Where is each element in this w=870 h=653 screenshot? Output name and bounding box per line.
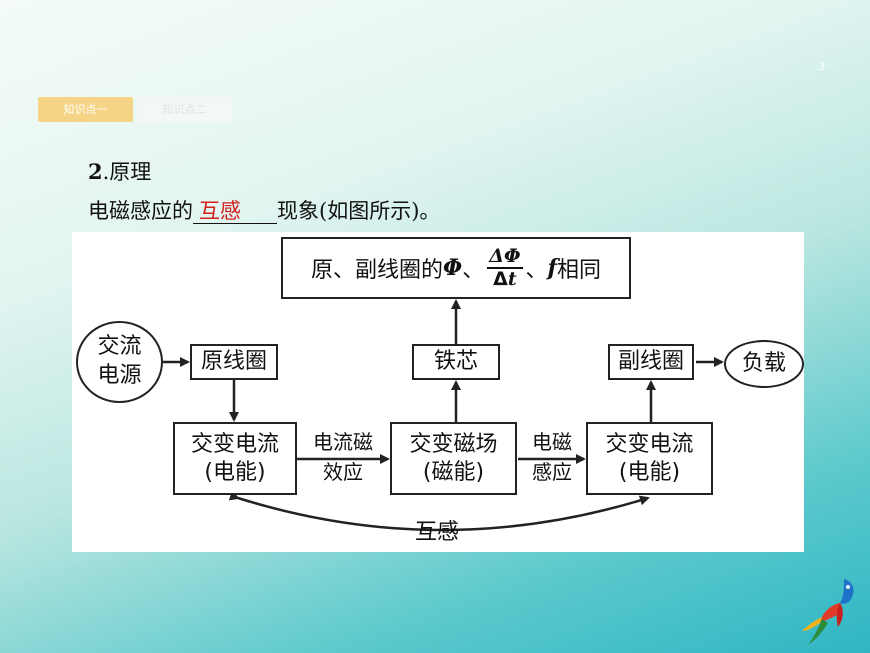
- den-delta: Δ: [493, 268, 508, 290]
- effect1-label: 电流磁 效应: [300, 427, 386, 487]
- effect2-label: 电磁 感应: [522, 427, 582, 487]
- secondary-coil-box: 副线圈: [608, 344, 694, 380]
- heading-number: 2: [88, 159, 103, 184]
- primary-coil-box: 原线圈: [190, 344, 278, 380]
- top-sep2: 、: [525, 258, 548, 283]
- core-box: 铁芯: [412, 344, 500, 380]
- slide-number: -3-: [814, 60, 829, 73]
- primary-current-line2: (电能): [204, 459, 266, 485]
- secondary-current-box: 交变电流 (电能): [586, 422, 713, 495]
- section-heading: 2.原理: [88, 156, 151, 186]
- top-suffix: 相同: [556, 258, 601, 283]
- top-sep1: 、: [462, 258, 485, 283]
- source-line2: 电源: [97, 363, 142, 388]
- sentence-before: 电磁感应的: [88, 199, 193, 223]
- tab-knowledge-point-1[interactable]: 知识点一: [38, 97, 133, 122]
- magnetic-field-line1: 交变磁场: [409, 432, 498, 457]
- effect1-line2: 效应: [323, 460, 363, 484]
- magnetic-field-line2: (磁能): [422, 459, 485, 485]
- answer-blank: 互感: [193, 199, 277, 224]
- load-label: 负载: [741, 350, 786, 376]
- top-prefix: 原、副线圈的: [311, 258, 444, 283]
- secondary-coil-label: 副线圈: [617, 349, 684, 375]
- tab-knowledge-point-2[interactable]: 知识点二: [137, 97, 232, 122]
- mutual-induction-curve: [228, 490, 650, 532]
- effect1-line1: 电流磁: [313, 430, 373, 454]
- sentence-after: 现象(如图所示)。: [277, 199, 441, 223]
- fraction-numerator: ΔΦ: [487, 245, 523, 269]
- den-t: t: [507, 268, 517, 290]
- ac-source-circle: 交流电源: [76, 321, 163, 403]
- secondary-current-line1: 交变电流: [605, 432, 694, 457]
- magnetic-field-box: 交变磁场 (磁能): [390, 422, 517, 495]
- source-line1: 交流: [97, 334, 142, 360]
- parrot-logo: [802, 579, 854, 645]
- primary-current-box: 交变电流 (电能): [173, 422, 297, 495]
- principle-sentence: 电磁感应的互感 现象(如图所示)。: [88, 195, 440, 225]
- primary-current-line1: 交变电流: [190, 432, 279, 457]
- effect2-line1: 电磁: [532, 430, 572, 454]
- load-circle: 负载: [724, 340, 804, 388]
- phi-symbol: Φ: [443, 255, 463, 281]
- mutual-induction-label: 互感: [414, 520, 459, 545]
- flux-rate-fraction: ΔΦ Δt: [487, 245, 523, 290]
- primary-coil-label: 原线圈: [200, 349, 267, 375]
- core-label: 铁芯: [433, 349, 478, 375]
- f-symbol: f: [547, 255, 557, 281]
- secondary-current-line2: (电能): [618, 459, 681, 485]
- answer-text: 互感: [199, 199, 241, 223]
- heading-text: .原理: [102, 160, 152, 184]
- effect2-line2: 感应: [532, 460, 572, 484]
- transformer-diagram: 原、副线圈的 Φ 、 ΔΦ Δt 、 f 相同 交流电源 原线圈 铁芯 副线圈 …: [72, 232, 804, 552]
- fraction-denominator: Δt: [493, 269, 517, 290]
- top-box-same-quantities: 原、副线圈的 Φ 、 ΔΦ Δt 、 f 相同: [281, 237, 631, 299]
- diagram-arrows: [163, 299, 724, 532]
